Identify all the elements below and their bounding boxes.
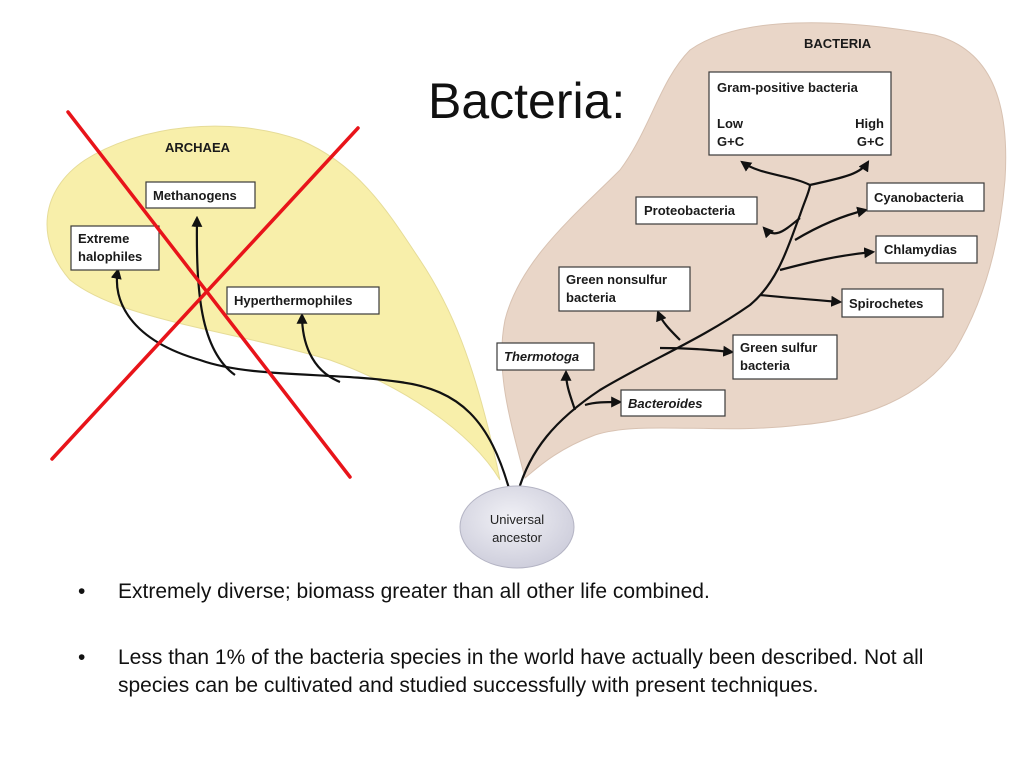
extreme-halophiles-box: Extreme halophiles	[70, 225, 160, 271]
archaea-branches	[110, 215, 512, 493]
svg-text:Hyperthermophiles: Hyperthermophiles	[234, 293, 352, 308]
bullet-marker: •	[78, 646, 86, 669]
svg-text:Cyanobacteria: Cyanobacteria	[874, 190, 964, 205]
svg-text:G+C: G+C	[717, 134, 745, 149]
svg-text:halophiles: halophiles	[78, 249, 142, 264]
svg-text:bacteria: bacteria	[740, 358, 791, 373]
bacteria-title: BACTERIA	[804, 36, 872, 51]
methanogens-box: Methanogens	[145, 181, 256, 209]
bacteroides-box: Bacteroides	[620, 389, 726, 417]
svg-text:G+C: G+C	[857, 134, 885, 149]
universal-ancestor: Universal ancestor	[459, 485, 575, 569]
svg-text:Methanogens: Methanogens	[153, 188, 237, 203]
svg-text:Green nonsulfur: Green nonsulfur	[566, 272, 667, 287]
slide-title: Bacteria:	[428, 73, 625, 129]
proteobacteria-box: Proteobacteria	[635, 196, 758, 225]
bacteria-branches	[516, 160, 876, 493]
hyperthermophiles-box: Hyperthermophiles	[226, 286, 380, 315]
svg-text:Extreme: Extreme	[78, 231, 129, 246]
svg-text:Green sulfur: Green sulfur	[740, 340, 817, 355]
svg-text:Chlamydias: Chlamydias	[884, 242, 957, 257]
thermotoga-box: Thermotoga	[496, 342, 595, 371]
svg-text:Spirochetes: Spirochetes	[849, 296, 923, 311]
svg-text:Gram-positive bacteria: Gram-positive bacteria	[717, 80, 859, 95]
bullet-list: • Extremely diverse; biomass greater tha…	[78, 578, 978, 722]
spirochetes-box: Spirochetes	[841, 288, 944, 318]
svg-text:Universal: Universal	[490, 512, 544, 527]
chlamydias-box: Chlamydias	[875, 235, 978, 264]
bullet-item: • Less than 1% of the bacteria species i…	[78, 644, 978, 700]
svg-text:Bacteroides: Bacteroides	[628, 396, 702, 411]
svg-text:High: High	[855, 116, 884, 131]
svg-text:Low: Low	[717, 116, 744, 131]
svg-text:bacteria: bacteria	[566, 290, 617, 305]
bullet-item: • Extremely diverse; biomass greater tha…	[78, 578, 978, 606]
bullet-text: Extremely diverse; biomass greater than …	[118, 580, 710, 603]
bullet-marker: •	[78, 580, 86, 603]
svg-text:Proteobacteria: Proteobacteria	[644, 203, 736, 218]
svg-text:Thermotoga: Thermotoga	[504, 349, 579, 364]
cross-out-mark	[50, 110, 360, 479]
svg-text:ancestor: ancestor	[492, 530, 543, 545]
gram-positive-box: Gram-positive bacteria Low G+C High G+C	[708, 71, 892, 156]
cyanobacteria-box: Cyanobacteria	[866, 182, 985, 212]
green-sulfur-box: Green sulfur bacteria	[732, 334, 838, 380]
archaea-title: ARCHAEA	[165, 140, 231, 155]
green-nonsulfur-box: Green nonsulfur bacteria	[558, 266, 691, 312]
bullet-text: Less than 1% of the bacteria species in …	[118, 646, 924, 697]
